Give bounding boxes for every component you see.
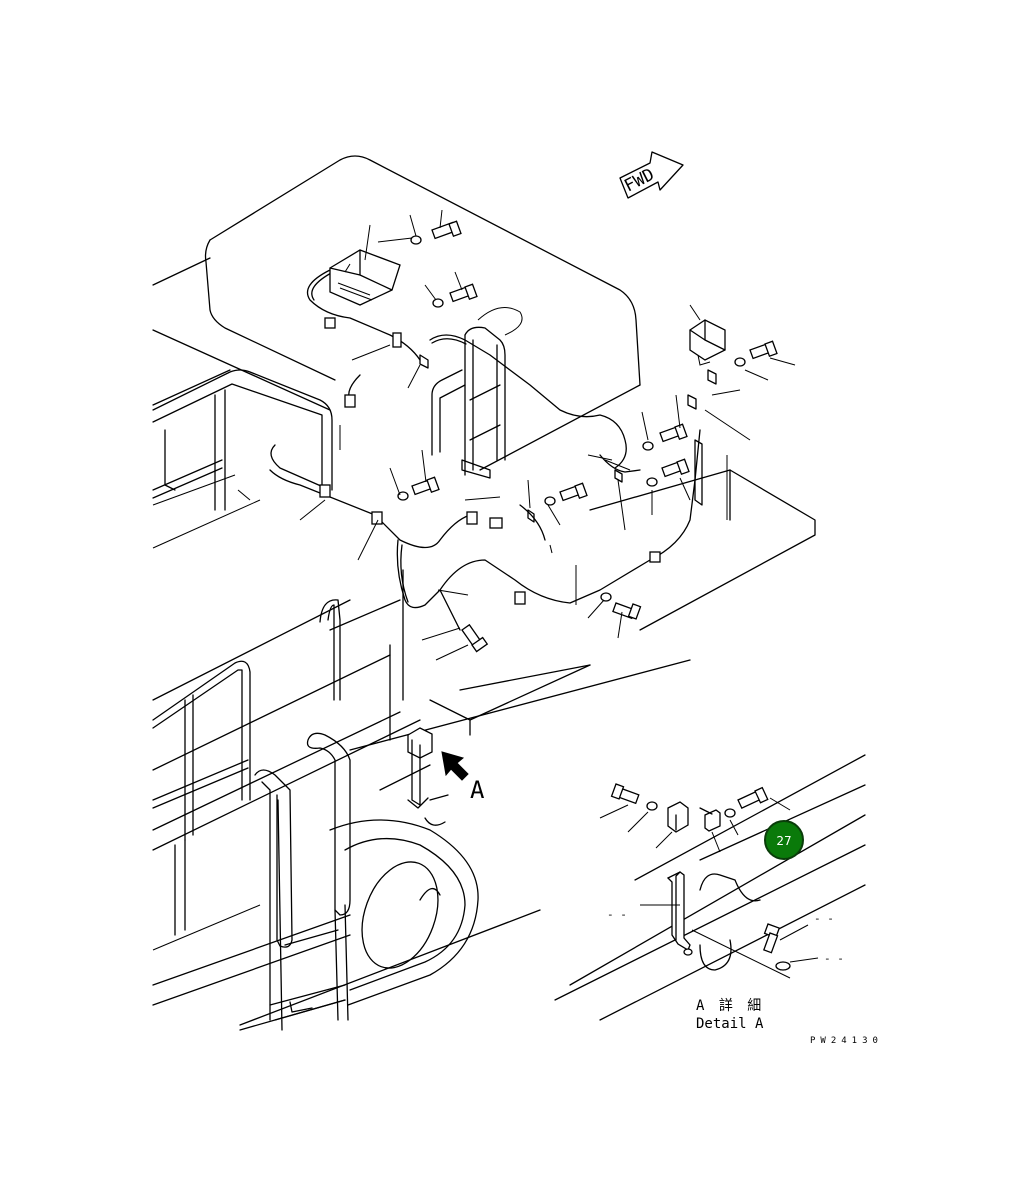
drawing-number: PW24130 [810,1036,883,1046]
center-handrail [431,326,506,479]
detail-washer-right [724,808,736,818]
detail-a [554,754,866,1021]
crawler-track [152,794,541,1026]
lower-left-handrail [152,660,251,936]
detail-bolt-vertical [763,923,781,954]
deck-platform [152,257,816,631]
washer-5 [646,477,658,487]
washer-4 [642,441,654,451]
detail-washer-flat [775,961,791,971]
detail-title-jp: A 詳 細 [696,998,764,1014]
callout-badge: 27 [764,820,804,860]
bolts-washers [397,220,778,653]
callout-badge-label: 27 [776,834,791,848]
bolt-9 [461,623,489,653]
washer-7 [544,496,556,506]
detail-title-en: Detail A [696,1016,764,1032]
washer-8 [600,592,612,602]
washer-6 [397,491,409,501]
detail-bolt-left [610,783,640,805]
lower-structure [152,569,691,851]
fwd-arrow: FWD [619,151,684,199]
leader-lines-upper [237,209,796,661]
detail-clamp [667,801,689,833]
bolt-3 [749,340,778,360]
bolt-6 [411,476,440,496]
bolt-7 [559,482,588,502]
fwd-label: FWD [621,165,657,197]
control-box [329,249,401,306]
dash-mark-right-top: - - [814,912,834,925]
bolt-1 [431,220,462,240]
bolt-8 [612,602,642,620]
detail-washer-left [646,801,658,811]
work-lamp [689,319,726,366]
bolt-5 [661,458,690,478]
bolt-2 [449,283,478,303]
bracket-a-location [407,727,433,809]
dash-mark-right-bottom: - - [824,952,844,965]
washer-3 [734,357,746,367]
dash-mark-left: - - [607,908,627,921]
wiring-harness [269,269,701,631]
ladder [239,599,351,1031]
bolt-4 [659,423,688,443]
detail-clip [704,809,721,832]
view-marker-label: A [470,776,485,804]
engine-hood [204,155,641,471]
upper-left-handrail [152,369,333,511]
washer-1 [410,235,422,245]
view-arrow-a: A [441,751,485,804]
detail-bolt-right [737,786,769,810]
washer-2 [432,298,444,308]
